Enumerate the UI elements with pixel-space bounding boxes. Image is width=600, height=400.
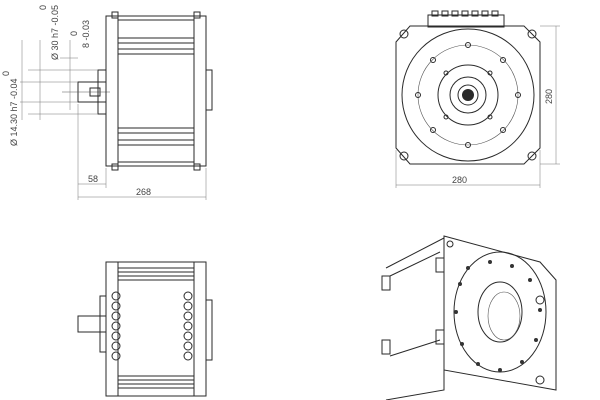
top-view — [77, 261, 213, 397]
flange-height-label: 280 — [544, 89, 554, 104]
side-view — [20, 11, 213, 200]
shaft-tolerance-upper: 0 — [1, 71, 11, 76]
flange-width-label: 280 — [452, 175, 467, 185]
shaft-diameter-label: Ø 14.30 h7 -0.04 — [9, 78, 19, 146]
key-tolerance-upper: 0 — [69, 31, 79, 36]
overall-length-label: 268 — [136, 187, 151, 197]
isometric-view — [381, 235, 557, 400]
key-width-label: 8 -0.03 — [81, 20, 91, 48]
shoulder-diameter-label: Ø 30 h7 -0.05 — [50, 5, 60, 60]
front-view — [395, 10, 560, 188]
shoulder-tolerance-upper: 0 — [38, 5, 48, 10]
shaft-length-label: 58 — [88, 174, 98, 184]
